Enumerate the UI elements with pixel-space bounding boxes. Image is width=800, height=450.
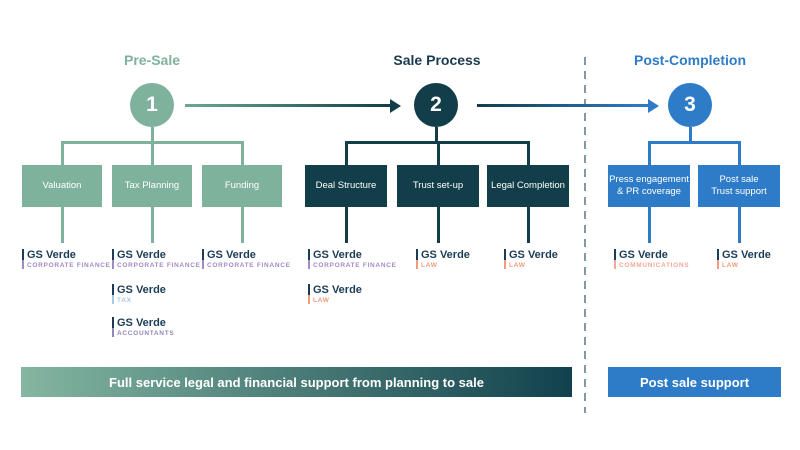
- brand-lockup-law: GS Verde LAW: [416, 249, 470, 270]
- connector-line: [647, 141, 741, 144]
- brand-division: COMMUNICATIONS: [619, 262, 690, 270]
- brand-lockup-law: GS Verde LAW: [504, 249, 558, 270]
- brand-name: GS Verde: [722, 249, 771, 261]
- brand-lockup-law: GS Verde LAW: [308, 284, 362, 305]
- brand-bar: [202, 249, 204, 270]
- connector-line: [526, 207, 530, 243]
- box-tax-planning: Tax Planning: [112, 165, 192, 207]
- brand-division: LAW: [509, 262, 526, 270]
- box-label: Deal Structure: [315, 179, 377, 191]
- connector-line: [526, 141, 530, 165]
- brand-bar: [112, 317, 114, 338]
- connector-line: [150, 127, 154, 142]
- connector-line: [60, 141, 64, 165]
- brand-name: GS Verde: [313, 249, 362, 261]
- brand-division: LAW: [722, 262, 739, 270]
- phase-title-sale-process: Sale Process: [393, 52, 481, 68]
- brand-bar: [504, 249, 506, 270]
- connector-line: [60, 207, 64, 243]
- brand-division: CORPORATE FINANCE: [117, 262, 201, 270]
- brand-bar: [614, 249, 616, 270]
- box-trust-set-up: Trust set-up: [397, 165, 479, 207]
- brand-bar: [416, 249, 418, 270]
- box-label: Valuation: [42, 179, 82, 191]
- box-post-sale-trust-support: Post sale Trust support: [698, 165, 780, 207]
- connector-line: [344, 141, 348, 165]
- step-circle-1: 1: [130, 83, 174, 127]
- box-label: Post sale: [719, 173, 759, 185]
- box-label: & PR coverage: [617, 186, 681, 197]
- phase-title-post-completion: Post-Completion: [634, 52, 746, 68]
- brand-name: GS Verde: [117, 249, 166, 261]
- brand-bar: [308, 249, 310, 270]
- phase-separator: [584, 57, 586, 413]
- arrowhead-step3-icon: [648, 98, 659, 113]
- brand-division: LAW: [313, 297, 330, 305]
- brand-division: LAW: [421, 262, 438, 270]
- brand-division: ACCOUNTANTS: [117, 330, 175, 338]
- banner-full-service: Full service legal and financial support…: [21, 367, 572, 397]
- connector-line: [436, 207, 440, 243]
- box-legal-completion: Legal Completion: [487, 165, 569, 207]
- brand-name: GS Verde: [207, 249, 256, 261]
- banner-post-sale: Post sale support: [608, 367, 781, 397]
- brand-division: CORPORATE FINANCE: [207, 262, 291, 270]
- brand-name: GS Verde: [421, 249, 470, 261]
- box-press-engagement: Press engagement & PR coverage: [608, 165, 690, 207]
- step-circle-3: 3: [668, 83, 712, 127]
- brand-lockup-accountants: GS Verde ACCOUNTANTS: [112, 317, 175, 338]
- brand-lockup-corporate-finance: GS Verde CORPORATE FINANCE: [308, 249, 397, 270]
- box-label: Tax Planning: [124, 179, 180, 191]
- brand-bar: [22, 249, 24, 270]
- connector-line: [240, 141, 244, 165]
- brand-lockup-tax: GS Verde TAX: [112, 284, 166, 305]
- box-label: Trust support: [711, 186, 767, 197]
- connector-line: [647, 141, 651, 165]
- connector-line: [240, 207, 244, 243]
- connector-line: [434, 127, 438, 142]
- connector-line: [344, 207, 348, 243]
- connector-line: [150, 141, 154, 165]
- brand-name: GS Verde: [509, 249, 558, 261]
- connector-line: [737, 141, 741, 165]
- box-label: Trust set-up: [412, 179, 464, 191]
- brand-bar: [112, 249, 114, 270]
- connector-line: [150, 207, 154, 243]
- arrowhead-step2-icon: [390, 98, 401, 113]
- brand-division: CORPORATE FINANCE: [313, 262, 397, 270]
- box-deal-structure: Deal Structure: [305, 165, 387, 207]
- connector-line: [688, 127, 692, 142]
- brand-lockup-corporate-finance: GS Verde CORPORATE FINANCE: [202, 249, 291, 270]
- box-label: Legal Completion: [491, 179, 565, 191]
- connector-line: [647, 207, 651, 243]
- box-valuation: Valuation: [22, 165, 102, 207]
- brand-name: GS Verde: [117, 317, 166, 329]
- brand-name: GS Verde: [619, 249, 668, 261]
- box-funding: Funding: [202, 165, 282, 207]
- phase-title-pre-sale: Pre-Sale: [123, 52, 181, 68]
- step-circle-2: 2: [414, 83, 458, 127]
- brand-name: GS Verde: [117, 284, 166, 296]
- brand-division: TAX: [117, 297, 132, 305]
- box-label: Press engagement: [609, 173, 689, 185]
- connector-line: [436, 141, 440, 165]
- arrow-step1-to-step2: [185, 104, 390, 107]
- brand-name: GS Verde: [27, 249, 76, 261]
- brand-bar: [112, 284, 114, 305]
- brand-bar: [308, 284, 310, 305]
- brand-lockup-corporate-finance: GS Verde CORPORATE FINANCE: [112, 249, 201, 270]
- box-label: Funding: [224, 179, 260, 191]
- brand-division: CORPORATE FINANCE: [27, 262, 111, 270]
- brand-lockup-corporate-finance: GS Verde CORPORATE FINANCE: [22, 249, 111, 270]
- brand-lockup-law: GS Verde LAW: [717, 249, 771, 270]
- brand-bar: [717, 249, 719, 270]
- arrow-step2-to-step3: [477, 104, 648, 107]
- brand-name: GS Verde: [313, 284, 362, 296]
- brand-lockup-communications: GS Verde COMMUNICATIONS: [614, 249, 690, 270]
- connector-line: [737, 207, 741, 243]
